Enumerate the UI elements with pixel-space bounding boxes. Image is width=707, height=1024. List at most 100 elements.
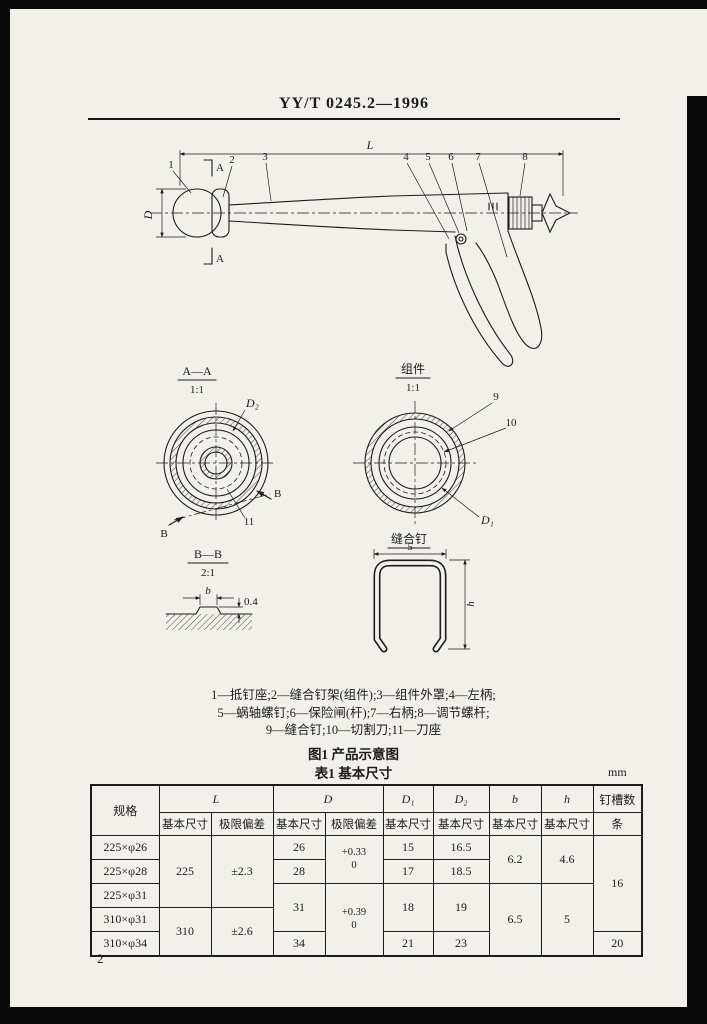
dim-label-5: 5 bbox=[407, 541, 413, 553]
figure-legend: 1—抵钉座;2—缝合钉架(组件);3—组件外罩;4—左柄; 5—蜗轴螺钉;6—保… bbox=[0, 687, 707, 740]
legend-line-1: 1—抵钉座;2—缝合钉架(组件);3—组件外罩;4—左柄; bbox=[211, 688, 496, 702]
cell-spec: 310×φ34 bbox=[90, 931, 160, 957]
subheader-dev: 极限偏差 bbox=[210, 812, 274, 836]
cell-D1: 17 bbox=[382, 859, 434, 884]
staple-wire-outer bbox=[373, 559, 447, 653]
part-label-6: 6 bbox=[448, 151, 454, 163]
legend-line-2: 5—蜗轴螺钉;6—保险闸(杆);7—右柄;8—调节螺杆; bbox=[217, 705, 490, 720]
subheader-basic: 基本尺寸 bbox=[488, 812, 542, 836]
subheader-basic: 基本尺寸 bbox=[382, 812, 434, 836]
subheader-basic: 基本尺寸 bbox=[432, 812, 490, 836]
section-view-AA: A—A 1:1 D₂ B B 11 bbox=[156, 364, 281, 540]
left-handle-trigger bbox=[445, 235, 514, 367]
dim-label-b: b bbox=[205, 585, 211, 597]
cell-L-dev: ±2.6 bbox=[210, 907, 274, 957]
cell-D1: 21 bbox=[382, 931, 434, 957]
figure-caption: 图1 产品示意图 bbox=[307, 747, 400, 762]
cell-b: 6.5 bbox=[488, 883, 542, 957]
section-bb-scale: 2:1 bbox=[201, 567, 215, 579]
part-label-2: 2 bbox=[229, 154, 235, 166]
main-stapler-view: L D A A bbox=[141, 138, 578, 367]
staple-title: 缝合钉 bbox=[391, 531, 427, 546]
part-label-9: 9 bbox=[493, 391, 499, 403]
pivot-screw-center bbox=[458, 236, 464, 242]
cut-label-A-top: A bbox=[216, 162, 224, 174]
cell-D1: 18 bbox=[382, 883, 434, 932]
figure1-drawing: L D A A bbox=[141, 138, 578, 653]
cell-spec: 225×φ31 bbox=[90, 883, 160, 908]
cell-D2: 18.5 bbox=[432, 859, 490, 884]
cut-label-B-right: B bbox=[274, 488, 281, 500]
table-row: 225×φ26 225 ±2.3 26 +0.33 0 15 16.5 6.2 … bbox=[90, 835, 643, 932]
staple-wire-inner bbox=[375, 561, 445, 651]
header-L: L bbox=[158, 784, 274, 813]
subheader-basic: 基本尺寸 bbox=[272, 812, 326, 836]
cell-D-dev: +0.39 0 bbox=[324, 883, 384, 957]
table-row: 225×φ28 28 17 18.5 bbox=[90, 859, 642, 884]
dim-label-D2: D₂ bbox=[245, 396, 259, 410]
cell-b: 6.2 bbox=[488, 835, 542, 884]
part-label-4: 4 bbox=[403, 151, 409, 163]
table-caption: 表1 基本尺寸 bbox=[314, 766, 393, 781]
dim-label-L: L bbox=[366, 138, 374, 152]
anvil-head bbox=[172, 188, 222, 238]
scan-edge-bottom bbox=[0, 1007, 707, 1024]
cell-slots: 20 bbox=[592, 931, 643, 957]
scan-edge-left bbox=[0, 0, 10, 1024]
cell-h: 5 bbox=[540, 883, 594, 957]
cell-D2: 16.5 bbox=[432, 835, 490, 860]
subheader-basic: 基本尺寸 bbox=[158, 812, 212, 836]
section-view-BB: B—B 2:1 b 0.4 bbox=[165, 547, 258, 630]
dim-label-D: D bbox=[141, 210, 155, 220]
table-row: 225×φ31 31 +0.39 0 18 19 6.5 5 bbox=[90, 883, 642, 957]
cell-L: 225 bbox=[158, 835, 212, 908]
section-aa-title: A—A bbox=[182, 364, 212, 378]
cut-label-B-left: B bbox=[160, 528, 167, 540]
header-h: h bbox=[540, 784, 594, 813]
cell-L: 310 bbox=[158, 907, 212, 957]
subheader-dev: 极限偏差 bbox=[324, 812, 384, 836]
dim-label-D1: D₁ bbox=[480, 513, 494, 527]
cell-D-dev: +0.33 0 bbox=[324, 835, 384, 884]
section-aa-scale: 1:1 bbox=[190, 384, 204, 396]
dimensions-table: 规格 L D D₁ D₂ b h 钉槽数 基本尺寸 极限偏差 基本尺寸 极限偏差… bbox=[90, 784, 644, 957]
dim-label-04: 0.4 bbox=[244, 596, 258, 608]
table-row: 310×φ34 34 21 23 20 bbox=[90, 931, 643, 957]
cell-D2: 19 bbox=[432, 883, 490, 932]
part-label-10: 10 bbox=[506, 417, 518, 429]
cell-D: 26 bbox=[272, 835, 326, 860]
dim-label-h: h bbox=[465, 601, 477, 607]
cut-mark-A-top: A bbox=[203, 159, 224, 177]
header-slots: 钉槽数 bbox=[592, 784, 643, 813]
part-label-3: 3 bbox=[262, 151, 268, 163]
dimension-L: L bbox=[179, 138, 564, 196]
cut-label-A-bottom: A bbox=[216, 253, 224, 265]
header-b: b bbox=[488, 784, 542, 813]
shaft-outline bbox=[228, 192, 509, 233]
header-D1: D₁ bbox=[382, 784, 434, 813]
cell-spec: 310×φ31 bbox=[90, 907, 160, 932]
part-label-11: 11 bbox=[244, 516, 255, 528]
cell-D1: 15 bbox=[382, 835, 434, 860]
tip-star bbox=[541, 192, 572, 234]
header-D2: D₂ bbox=[432, 784, 490, 813]
section-view-component: 组件 1:1 9 10 D₁ bbox=[353, 362, 517, 527]
cell-slots: 16 bbox=[592, 835, 643, 932]
scan-edge-right bbox=[687, 96, 707, 1007]
part-label-5: 5 bbox=[425, 151, 431, 163]
cell-L-dev: ±2.3 bbox=[210, 835, 274, 908]
part-label-7: 7 bbox=[475, 151, 481, 163]
section-comp-title: 组件 bbox=[401, 362, 425, 376]
page-number: 2 bbox=[97, 951, 104, 966]
standard-code: YY/T 0245.2—1996 bbox=[279, 95, 429, 112]
part-label-8: 8 bbox=[522, 151, 528, 163]
cell-spec: 225×φ28 bbox=[90, 859, 160, 884]
cell-h: 4.6 bbox=[540, 835, 594, 884]
cell-D2: 23 bbox=[432, 931, 490, 957]
legend-line-3: 9—缝合钉;10—切割刀;11—刀座 bbox=[265, 723, 442, 737]
header-spec: 规格 bbox=[90, 784, 160, 836]
staple-view: 缝合钉 5 h bbox=[373, 531, 477, 653]
right-handle bbox=[475, 230, 543, 349]
pivot-screw bbox=[455, 233, 467, 245]
